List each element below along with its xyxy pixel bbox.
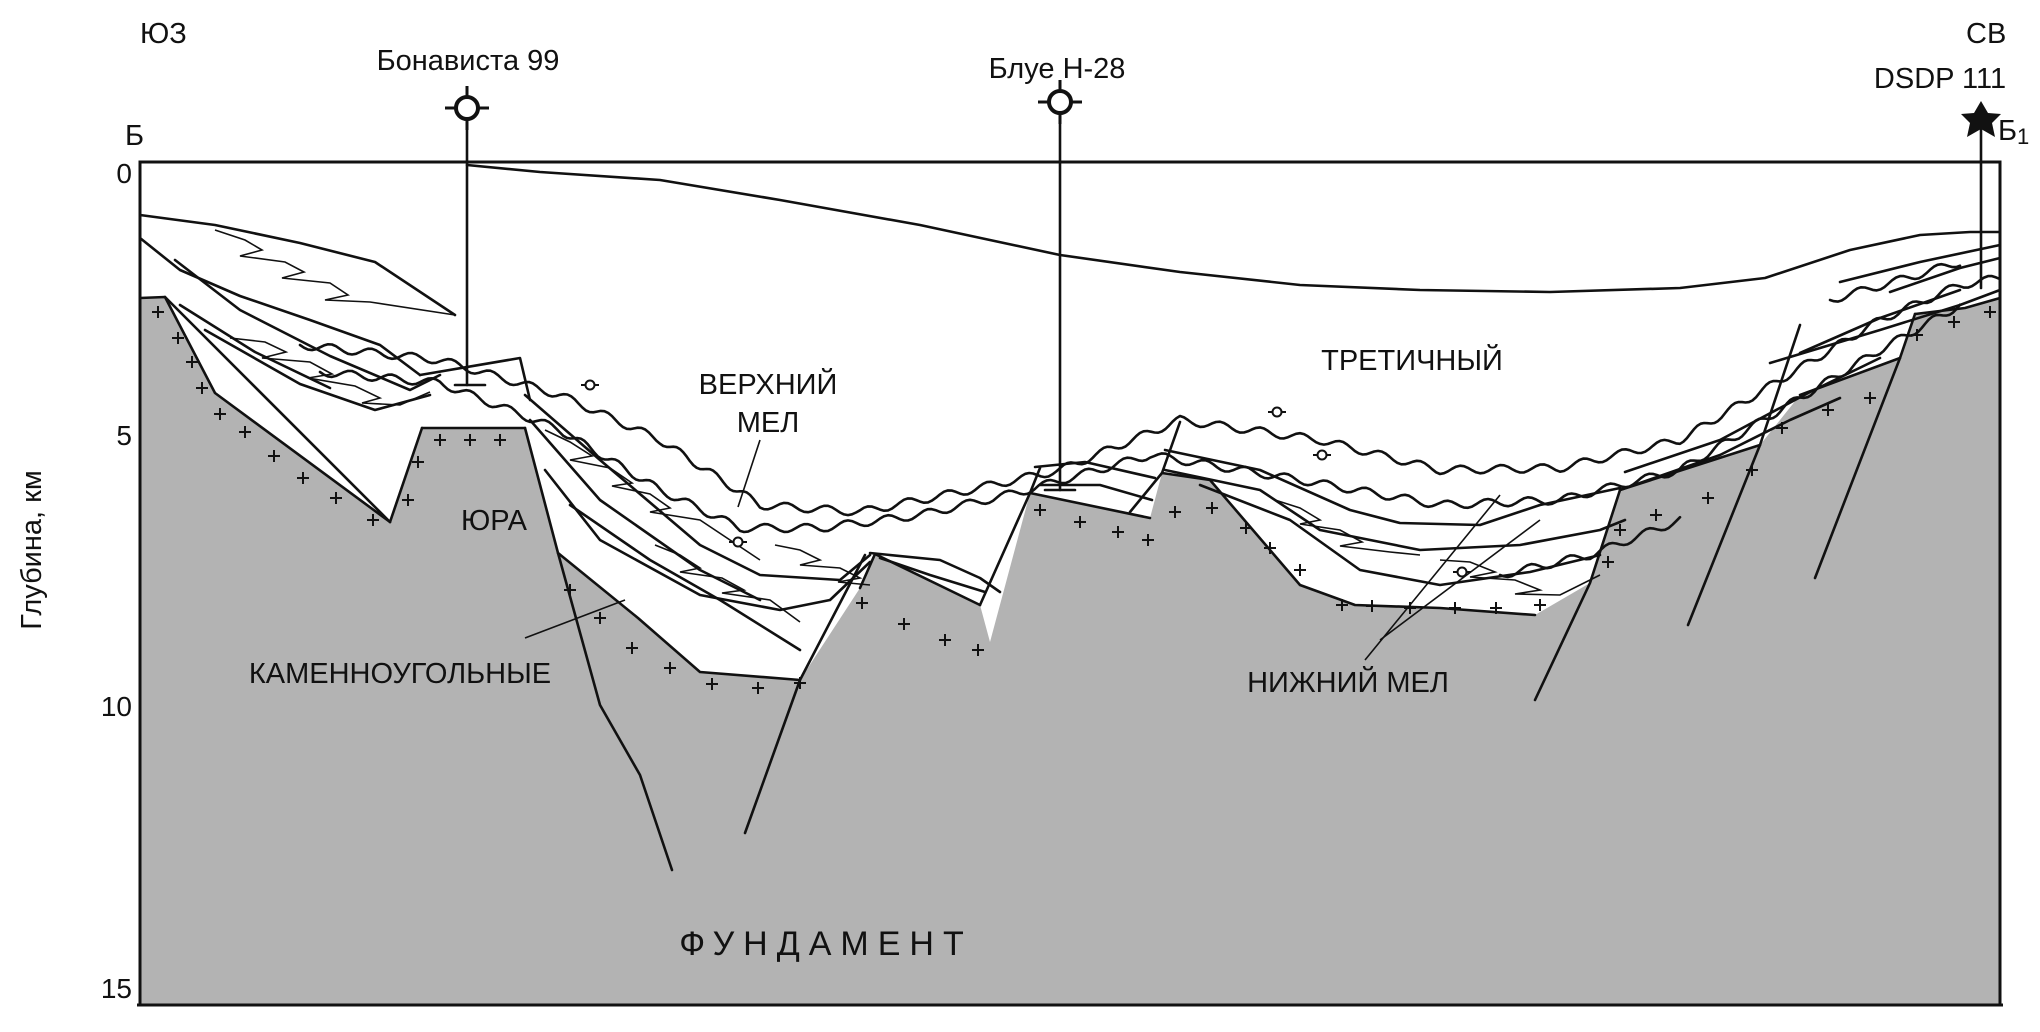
plus-sign <box>1948 316 1960 328</box>
plus-sign <box>564 584 576 596</box>
plus-sign <box>1650 509 1662 521</box>
plus-sign <box>214 408 226 420</box>
fossil-icon <box>1313 449 1331 461</box>
plus-sign <box>1074 516 1086 528</box>
orientation-right: СВ <box>1966 18 2006 50</box>
well-symbol-icon <box>1038 80 1082 124</box>
plus-sign <box>794 677 806 689</box>
plus-sign <box>626 642 638 654</box>
plus-sign <box>152 306 164 318</box>
unit-label-jurassic: ЮРА <box>461 505 528 537</box>
plus-sign <box>664 662 676 674</box>
plus-sign <box>594 612 606 624</box>
plus-sign <box>1911 329 1923 341</box>
profile-end-label: Б1 <box>1998 115 2029 149</box>
unconformity-line <box>1498 515 1682 579</box>
plus-sign <box>1449 602 1461 614</box>
unconformity-line <box>298 274 2002 517</box>
plus-sign <box>1336 599 1348 611</box>
plus-sign <box>1776 422 1788 434</box>
plus-sign <box>706 678 718 690</box>
plus-sign <box>239 426 251 438</box>
boreholes <box>453 110 1983 492</box>
unit-label-carboniferous: КАМЕННОУГОЛЬНЫЕ <box>249 658 551 690</box>
plus-sign <box>434 434 446 446</box>
leader-lines <box>524 439 1541 661</box>
unit-label-basement: ФУНДАМЕНТ <box>679 925 973 963</box>
fossil-icon <box>1268 406 1286 418</box>
unconformities <box>298 262 2002 579</box>
fossil-icon <box>729 536 747 548</box>
fossil-icon <box>581 379 599 391</box>
plus-sign <box>1294 564 1306 576</box>
plus-sign <box>856 597 868 609</box>
plus-sign <box>1366 600 1378 612</box>
plus-sign <box>330 492 342 504</box>
unit-label-upper-cretaceous-1: ВЕРХНИЙ <box>699 367 838 401</box>
plus-sign <box>1142 534 1154 546</box>
plus-sign <box>1822 404 1834 416</box>
plus-sign <box>1746 464 1758 476</box>
basement-fill <box>140 297 2000 1005</box>
plus-sign <box>939 634 951 646</box>
plus-sign <box>1490 602 1502 614</box>
plus-sign <box>752 682 764 694</box>
fossil-symbols <box>581 379 1471 578</box>
plus-sign <box>186 356 198 368</box>
plus-sign <box>1602 556 1614 568</box>
plus-sign <box>402 494 414 506</box>
y-tick-5: 5 <box>116 420 132 451</box>
plus-sign <box>1206 502 1218 514</box>
plus-sign <box>1112 526 1124 538</box>
plus-sign <box>898 618 910 630</box>
y-tick-10: 10 <box>101 691 132 722</box>
y-tick-15: 15 <box>101 973 132 1004</box>
plus-sign <box>464 434 476 446</box>
well-name-bonavista: Бонависта 99 <box>377 45 560 77</box>
plus-sign <box>972 644 984 656</box>
orientation-left: ЮЗ <box>140 18 187 50</box>
well-name-dsdp: DSDP 111 <box>1874 63 2006 95</box>
y-tick-0: 0 <box>116 158 132 189</box>
fossil-icon <box>1453 566 1471 578</box>
unit-label-upper-cretaceous-2: МЕЛ <box>737 407 800 439</box>
seafloor <box>465 163 2002 294</box>
plus-sign <box>1864 392 1876 404</box>
unit-label-lower-cretaceous: НИЖНИЙ МЕЛ <box>1247 665 1449 699</box>
plus-sign <box>412 456 424 468</box>
plus-sign <box>1984 306 1996 318</box>
unit-label-tertiary: ТРЕТИЧНЫЙ <box>1321 343 1503 377</box>
plus-sign <box>1614 524 1626 536</box>
well-name-blue: Блуе Н-28 <box>989 53 1126 85</box>
y-axis-label: Глубина, км <box>16 470 48 630</box>
plus-sign <box>1169 506 1181 518</box>
plus-sign <box>297 472 309 484</box>
layer-boundaries <box>138 213 2002 652</box>
unconformity-line <box>318 303 1962 534</box>
basement-plus-signs <box>152 306 1996 694</box>
plus-sign <box>1034 504 1046 516</box>
plus-sign <box>1702 492 1714 504</box>
profile-start-label: Б <box>125 120 144 152</box>
plus-sign <box>196 382 208 394</box>
plus-sign <box>1240 522 1252 534</box>
star-icon <box>1961 101 2001 137</box>
plus-sign <box>1264 542 1276 554</box>
plus-sign <box>494 434 506 446</box>
well-symbol-icon <box>445 86 489 130</box>
plus-sign <box>172 332 184 344</box>
plus-sign <box>367 514 379 526</box>
unconformity-line <box>1828 262 1962 303</box>
plus-sign <box>268 450 280 462</box>
plus-sign <box>1534 599 1546 611</box>
